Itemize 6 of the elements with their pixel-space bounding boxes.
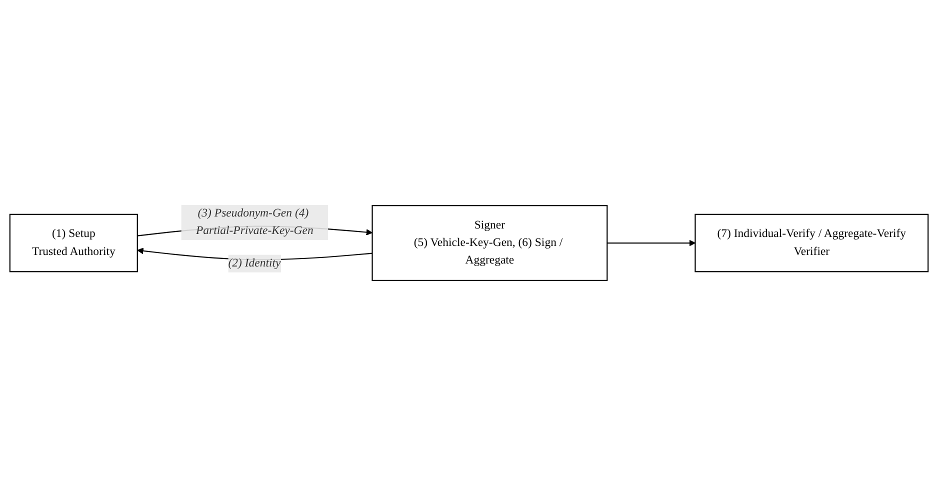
arrow (607, 240, 696, 246)
edge-label: (2) Identity (228, 256, 281, 270)
node-box: Signer (5) Vehicle-Key-Gen, (6) Sign / Aggregate (372, 204, 608, 281)
edge-label: (3) Pseudonym-Gen (4) Partial-Private-Key-Gen (196, 206, 314, 237)
node-box: (7) Individual-Verify / Aggregate-Verify Verifier (694, 214, 929, 272)
node-box: (1) Setup Trusted Authority (9, 214, 138, 272)
